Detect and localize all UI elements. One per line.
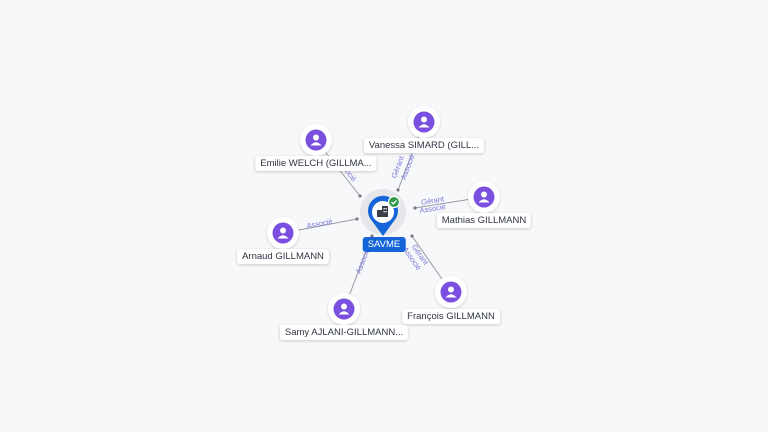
edge-arrow-arnaud <box>355 217 359 221</box>
edge-role-label: Associé <box>306 217 333 231</box>
check-badge-icon <box>387 195 401 209</box>
edge-role-label: Associé <box>419 202 446 215</box>
center-label[interactable]: SAVME <box>362 237 406 252</box>
person-label-mathias[interactable]: Mathias GILLMANN <box>436 213 532 228</box>
person-icon <box>418 116 430 128</box>
person-label-samy[interactable]: Samy AJLANI-GILLMANN... <box>279 325 409 340</box>
person-label-arnaud[interactable]: Arnaud GILLMANN <box>237 249 329 264</box>
person-node-arnaud[interactable] <box>267 217 299 249</box>
edge-arrow-emilie <box>358 194 362 198</box>
person-node-francois[interactable] <box>435 276 467 308</box>
person-icon <box>310 134 322 146</box>
person-icon <box>478 191 490 203</box>
person-label-vanessa[interactable]: Vanessa SIMARD (GILL... <box>363 138 485 153</box>
person-icon <box>338 303 350 315</box>
center-node[interactable] <box>360 189 406 236</box>
person-node-emilie[interactable] <box>300 124 332 156</box>
person-node-mathias[interactable] <box>468 181 500 213</box>
person-node-samy[interactable] <box>328 293 360 325</box>
edge-arrow-samy <box>370 234 374 238</box>
person-icon <box>445 286 457 298</box>
person-node-vanessa[interactable] <box>408 106 440 138</box>
building-icon <box>377 206 388 217</box>
edge-arrow-francois <box>410 234 414 238</box>
edge-role-label: Gérant <box>421 194 446 207</box>
person-label-emilie[interactable]: Emilie WELCH (GILLMA... <box>255 156 377 171</box>
person-label-francois[interactable]: François GILLMANN <box>402 309 500 324</box>
edge-arrow-vanessa <box>396 188 400 192</box>
person-icon <box>277 227 289 239</box>
edge-arrow-mathias <box>413 206 417 210</box>
